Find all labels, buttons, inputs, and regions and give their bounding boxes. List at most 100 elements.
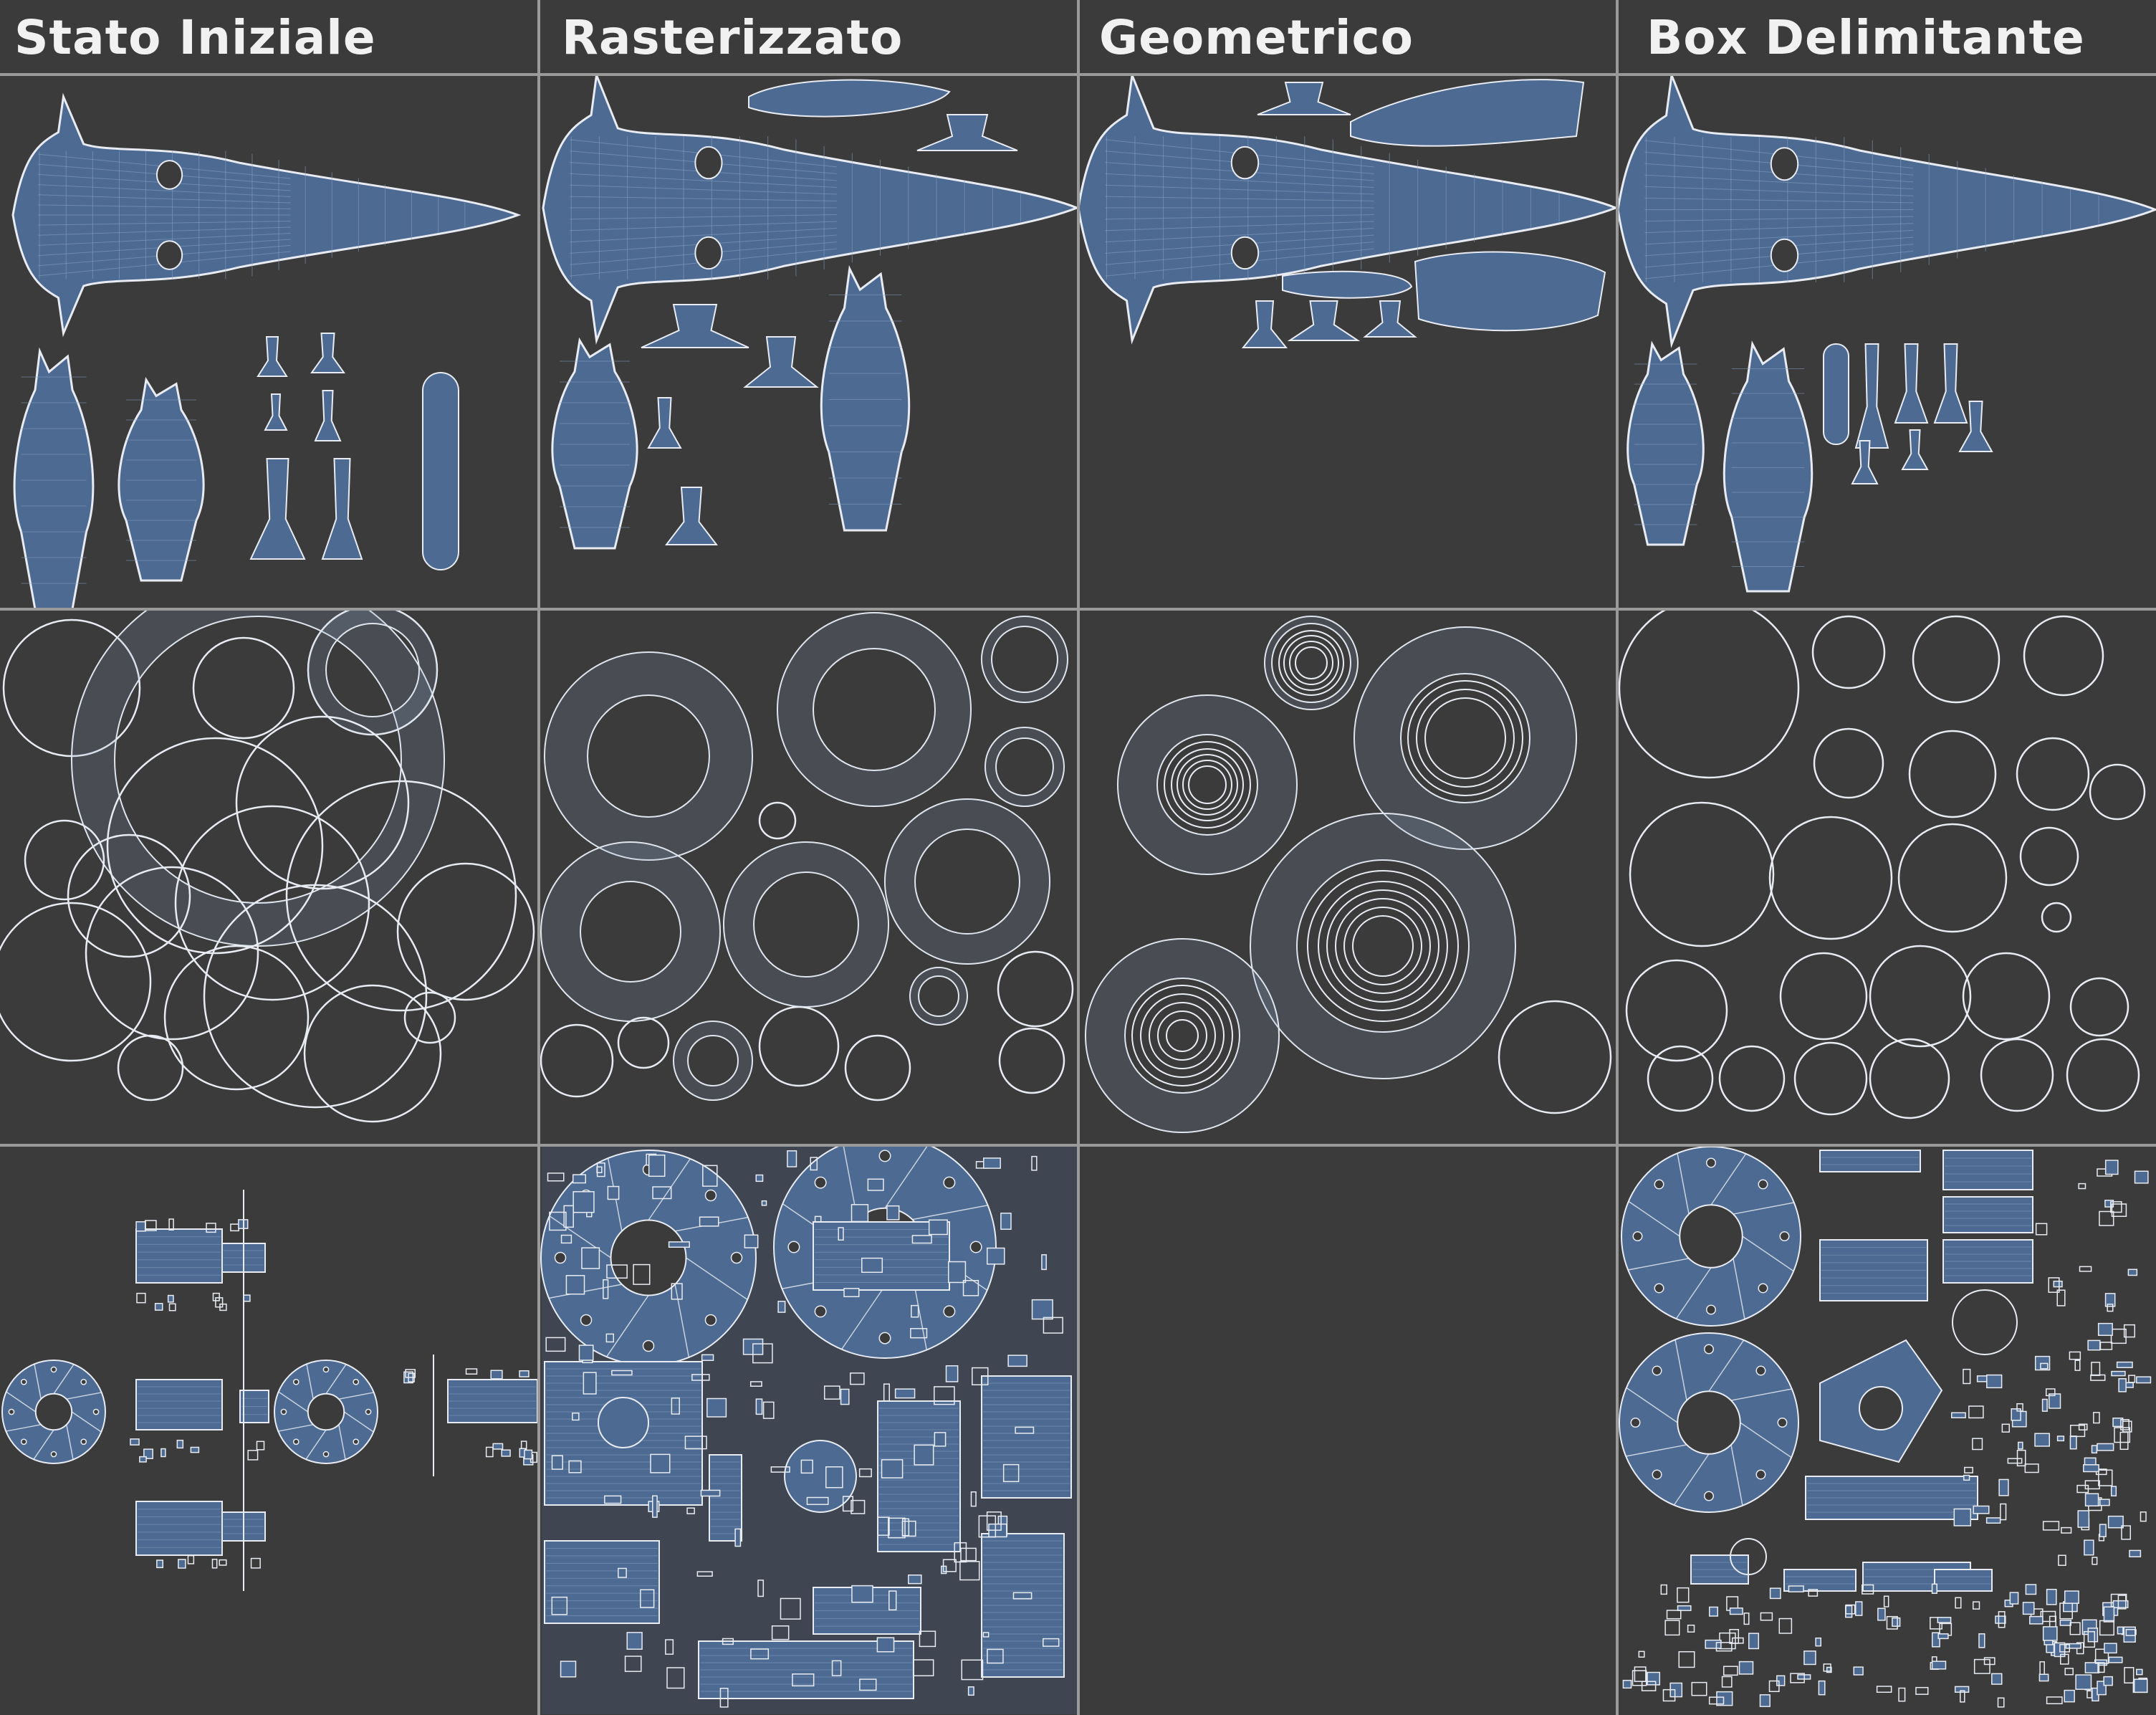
small-island bbox=[1998, 1478, 2009, 1496]
small-island bbox=[2040, 1362, 2049, 1370]
small-island bbox=[2084, 1480, 2100, 1490]
small-island bbox=[962, 1279, 979, 1296]
small-island bbox=[1678, 1650, 1695, 1668]
small-island bbox=[2061, 1527, 2072, 1534]
limb-island bbox=[1287, 300, 1361, 341]
small-island bbox=[1973, 1505, 1990, 1514]
small-island bbox=[206, 1223, 216, 1233]
small-island bbox=[139, 1456, 147, 1463]
body-island bbox=[1350, 79, 1585, 147]
small-island bbox=[640, 1589, 655, 1608]
small-island bbox=[2099, 1620, 2114, 1636]
small-island bbox=[1862, 1584, 1874, 1595]
small-island bbox=[982, 1632, 990, 1638]
limb-island bbox=[1958, 401, 1993, 452]
small-island bbox=[2087, 1628, 2099, 1643]
small-island bbox=[1823, 1663, 1831, 1672]
ring-island bbox=[2069, 977, 2129, 1037]
ring-island bbox=[1779, 952, 1868, 1041]
small-island bbox=[1826, 1666, 1832, 1673]
small-island bbox=[908, 1574, 922, 1585]
small-island bbox=[1973, 1658, 1990, 1674]
small-island bbox=[596, 1166, 603, 1173]
small-island bbox=[887, 1517, 906, 1539]
cell-1-0 bbox=[0, 609, 535, 1123]
small-island bbox=[2118, 1377, 2127, 1392]
small-island bbox=[524, 1449, 533, 1460]
small-island bbox=[825, 1466, 843, 1489]
small-island bbox=[2110, 1486, 2117, 1496]
small-island bbox=[1768, 1680, 1780, 1692]
ring-island bbox=[1625, 959, 1728, 1062]
small-island bbox=[1708, 1606, 1719, 1617]
small-island bbox=[1662, 1688, 1676, 1702]
small-island bbox=[2038, 1673, 2049, 1682]
limb-island bbox=[641, 304, 749, 348]
small-island bbox=[1972, 1438, 1983, 1451]
small-island bbox=[2098, 1469, 2113, 1486]
small-island bbox=[914, 1444, 934, 1466]
cell-0-1 bbox=[542, 75, 1078, 550]
small-island bbox=[2084, 1662, 2100, 1673]
ring-island bbox=[777, 612, 972, 807]
small-island bbox=[2084, 1539, 2094, 1556]
small-island bbox=[2114, 1427, 2131, 1443]
small-island bbox=[1634, 1666, 1647, 1682]
small-island bbox=[1007, 1355, 1027, 1367]
small-island bbox=[1666, 1610, 1682, 1620]
small-island bbox=[2097, 1443, 2114, 1451]
eye-hole bbox=[1770, 147, 1799, 181]
small-island bbox=[967, 1686, 974, 1696]
small-island bbox=[583, 1372, 597, 1395]
small-island bbox=[970, 1491, 977, 1507]
small-island bbox=[1978, 1633, 1985, 1648]
small-island bbox=[2083, 1464, 2099, 1473]
small-island bbox=[2042, 1626, 2058, 1641]
small-island bbox=[611, 1370, 633, 1376]
small-island bbox=[2128, 1375, 2136, 1383]
ring-island bbox=[997, 950, 1074, 1028]
small-island bbox=[987, 1247, 1005, 1265]
small-island bbox=[1641, 1681, 1657, 1691]
small-island bbox=[1986, 1374, 2003, 1389]
small-island bbox=[876, 1637, 895, 1653]
small-island bbox=[572, 1412, 580, 1421]
limb-island bbox=[1851, 440, 1879, 484]
small-island bbox=[1808, 1589, 1819, 1597]
tail-island bbox=[1823, 343, 1849, 445]
small-island bbox=[2093, 1412, 2100, 1424]
small-island bbox=[842, 1496, 854, 1512]
small-island bbox=[1960, 1690, 1965, 1703]
ring-island bbox=[998, 1027, 1065, 1094]
small-island bbox=[2134, 1170, 2149, 1184]
small-island bbox=[792, 1673, 815, 1687]
small-island bbox=[2083, 1630, 2096, 1648]
small-island bbox=[1760, 1612, 1773, 1621]
small-island bbox=[777, 1301, 786, 1313]
small-island bbox=[560, 1234, 572, 1244]
small-island bbox=[928, 1219, 948, 1236]
small-island bbox=[607, 1185, 620, 1200]
small-island bbox=[2046, 1588, 2057, 1605]
small-island bbox=[858, 1468, 872, 1478]
small-island bbox=[250, 1557, 261, 1569]
small-island bbox=[2017, 1441, 2023, 1450]
small-island bbox=[666, 1667, 685, 1689]
ring-island bbox=[2041, 902, 2072, 933]
small-island bbox=[2098, 1499, 2110, 1506]
small-island bbox=[2108, 1656, 2123, 1663]
plate-island bbox=[135, 1379, 223, 1430]
small-island bbox=[722, 1638, 734, 1645]
small-island bbox=[671, 1398, 680, 1415]
ring-island bbox=[303, 984, 442, 1123]
small-island bbox=[2091, 1445, 2098, 1454]
small-island bbox=[1732, 1637, 1744, 1644]
ring-island bbox=[1354, 626, 1577, 850]
limb-island bbox=[264, 393, 288, 431]
small-island bbox=[1853, 1666, 1864, 1676]
small-island bbox=[2046, 1696, 2063, 1704]
small-island bbox=[2024, 1463, 2039, 1473]
small-island bbox=[1968, 1405, 1984, 1419]
small-island bbox=[752, 1343, 773, 1364]
ring-island bbox=[106, 737, 324, 955]
